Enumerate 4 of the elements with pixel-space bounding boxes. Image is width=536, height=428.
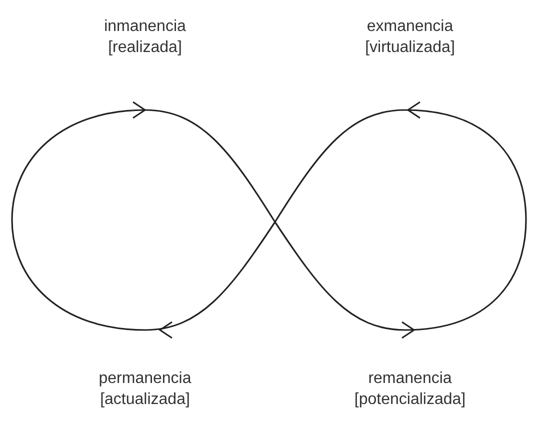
- term-label: remanencia [potencializada]: [353, 369, 467, 410]
- term-label: permanencia [actualizada]: [98, 369, 192, 410]
- term-label: exmanencia [virtualizada]: [364, 17, 456, 58]
- term-label: inmanencia [realizada]: [103, 17, 187, 58]
